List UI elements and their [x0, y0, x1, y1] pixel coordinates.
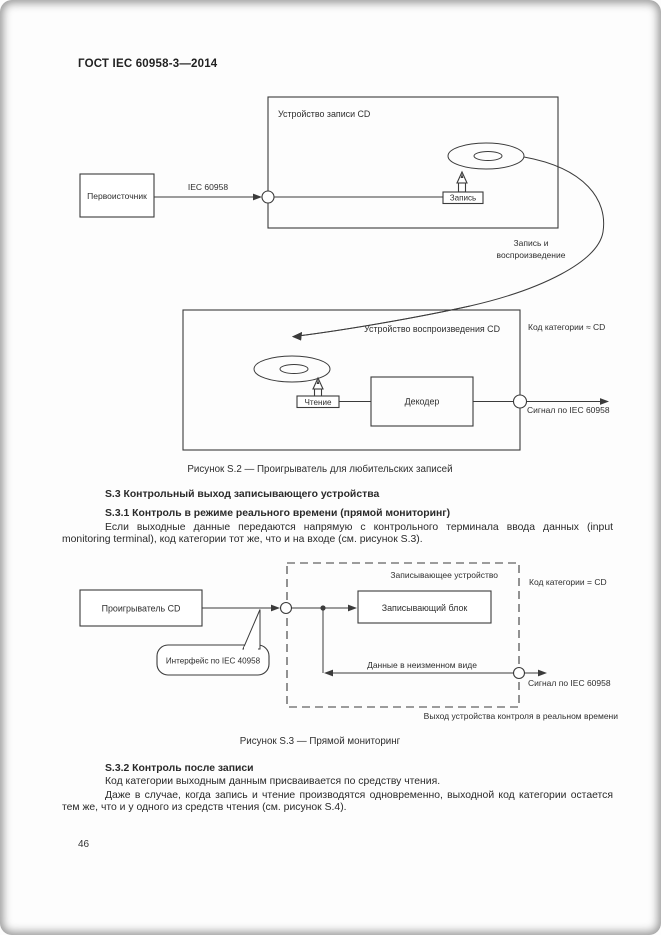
iec-line-label: IEC 60958 [188, 182, 228, 192]
section-s31-body: Если выходные данные передаются напрямую… [62, 521, 613, 546]
category-code-s3: Код категории = CD [529, 577, 607, 587]
record-box [442, 191, 484, 205]
data-unchanged-label: Данные в неизменном виде [367, 660, 477, 670]
figure-s2-diagram: Первоисточник IEC 60958 Устройство запис… [79, 96, 610, 451]
record-head-icon [456, 170, 468, 193]
junction-dot [320, 605, 326, 611]
output-arrowhead [600, 398, 609, 405]
figure-s3-caption: Рисунок S.3 — Прямой мониторинг [239, 736, 401, 747]
branch-arrowhead [324, 669, 333, 677]
monitor-output-label: Выход устройства контроля в реальном вре… [424, 711, 619, 721]
recorder-box-title: Устройство записи CD [278, 109, 370, 119]
section-s32: S.3.2 Контроль после записи Код категори… [62, 763, 613, 815]
category-code-s2: Код категории ≈ CD [528, 322, 605, 332]
recorder-title: Записывающее устройство [390, 570, 498, 580]
source-box-label: Первоисточник [87, 191, 147, 201]
signal-label-s2: Сигнал по IEC 60958 [527, 405, 610, 415]
recorder-dashed-box [286, 562, 520, 708]
interface-callout: Интерфейс по IEC 40958 [156, 609, 270, 676]
curve-tail [297, 305, 471, 337]
signal-label-s3: Сигнал по IEC 60958 [528, 678, 611, 688]
curve-label-1: Запись и [513, 238, 548, 248]
page-number: 46 [78, 839, 90, 850]
section-s32-body1: Код категории выходным данным присваивае… [105, 776, 441, 788]
recorder-box [267, 96, 559, 229]
cd-disc-hole [473, 151, 503, 161]
decoder-label: Декодер [405, 397, 440, 407]
cd-player-label: Проигрыватель CD [102, 604, 181, 614]
curve-label-2: воспроизведение [497, 250, 566, 260]
arrowhead [253, 193, 262, 201]
player-box [182, 309, 521, 451]
section-s32-body2: Даже в случае, когда запись и чтение про… [62, 789, 613, 814]
input-node-circle [261, 190, 275, 204]
cd-disc-2 [253, 355, 331, 383]
page-header: ГОСТ IEC 60958-3—2014 [78, 58, 218, 70]
section-s3-heading: S.3 Контрольный выход записывающего устр… [105, 489, 380, 500]
figure-s3-diagram: Проигрыватель CD Записывающее устройство… [79, 562, 619, 721]
read-label: Чтение [304, 398, 332, 407]
section-s32-heading: S.3.2 Контроль после записи [105, 763, 254, 774]
arrowhead-3 [348, 604, 357, 612]
output-node-circle [512, 394, 528, 409]
interface-callout-label: Интерфейс по IEC 40958 [166, 657, 261, 666]
recording-block-box [357, 590, 492, 624]
section-s3: S.3 Контрольный выход записывающего устр… [62, 489, 613, 547]
section-s31-heading: S.3.1 Контроль в режиме реального времен… [105, 508, 451, 520]
record-label: Запись [450, 194, 477, 203]
arrowhead-2 [271, 604, 280, 612]
source-box [79, 173, 155, 218]
recording-block-label: Записывающий блок [382, 603, 468, 613]
player-box-title: Устройство воспроизведения CD [364, 324, 500, 334]
cd-disc-2-hole [279, 364, 309, 374]
figure-s2-caption: Рисунок S.2 — Проигрыватель для любитель… [187, 464, 453, 475]
monitor-output-circle [512, 666, 526, 680]
cd-disc [447, 142, 525, 170]
curve-arrowhead-2 [292, 332, 302, 341]
monitor-output-arrowhead [538, 669, 547, 677]
read-head-icon [312, 376, 324, 398]
monitor-node-circle [279, 601, 293, 615]
